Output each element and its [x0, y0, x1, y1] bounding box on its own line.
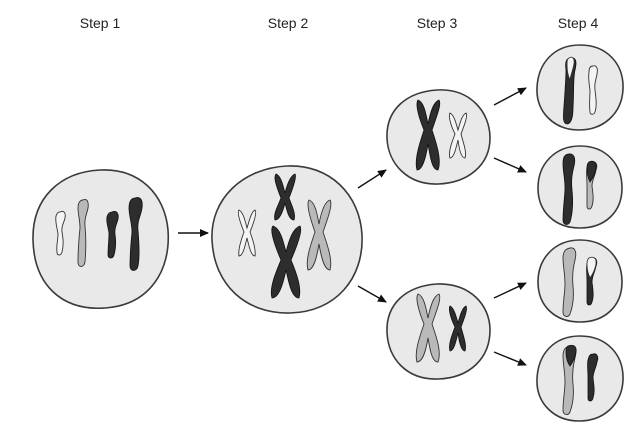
chromatid-light: [588, 65, 598, 115]
arrow-step2-to-step3-top: [357, 169, 387, 189]
chromatid-tip-dark: [586, 160, 597, 183]
chromosome-dark-short: [106, 211, 119, 259]
step-4-cell-3: [537, 239, 623, 323]
step-4-cell-2: [537, 145, 623, 229]
chromatid-dark: [562, 153, 576, 225]
chromosome-pair-light-large: [415, 293, 441, 363]
chromatid-light: [562, 345, 577, 415]
step-2-label: Step 2: [267, 15, 309, 31]
chromosome-pair-light-large: [306, 199, 332, 271]
step-3-label: Step 3: [416, 15, 458, 31]
step-1-label: Step 1: [79, 15, 121, 31]
step-4-label: Step 4: [557, 15, 599, 31]
chromosome-pair-light-small: [237, 209, 257, 257]
step-4-cell-4: [536, 335, 624, 422]
chromosome-dark-long: [128, 197, 143, 271]
chromosome-pair-dark-large: [415, 99, 441, 171]
chromatid-tip-light: [586, 256, 597, 279]
chromosome-pair-light-small: [448, 112, 467, 159]
arrow-step3-to-step4-d: [493, 351, 527, 366]
chromatid-dark: [563, 57, 577, 125]
step-4-cell-1: [536, 44, 624, 131]
chromosome-pair-dark-small: [448, 305, 467, 352]
chromatid-tip-dark: [565, 344, 577, 367]
step-2-cell: [211, 165, 363, 314]
step-3-bottom-cell: [386, 283, 491, 380]
step-1-cell: [32, 169, 170, 309]
chromosome-light-short: [55, 210, 66, 256]
arrow-step3-to-step4-a: [493, 87, 527, 106]
arrow-step3-to-step4-b: [493, 157, 527, 173]
chromosome-pair-dark-small: [274, 173, 296, 221]
chromatid-light: [562, 247, 577, 317]
chromatid-tip-light: [566, 56, 575, 82]
step-3-top-cell: [386, 89, 491, 185]
chromatid-dark: [587, 353, 599, 402]
chromosome-pair-dark-large: [270, 225, 302, 299]
chromosome-light-long: [77, 199, 89, 267]
arrow-step3-to-step4-c: [493, 282, 527, 299]
arrow-step2-to-step3-bottom: [357, 285, 387, 303]
